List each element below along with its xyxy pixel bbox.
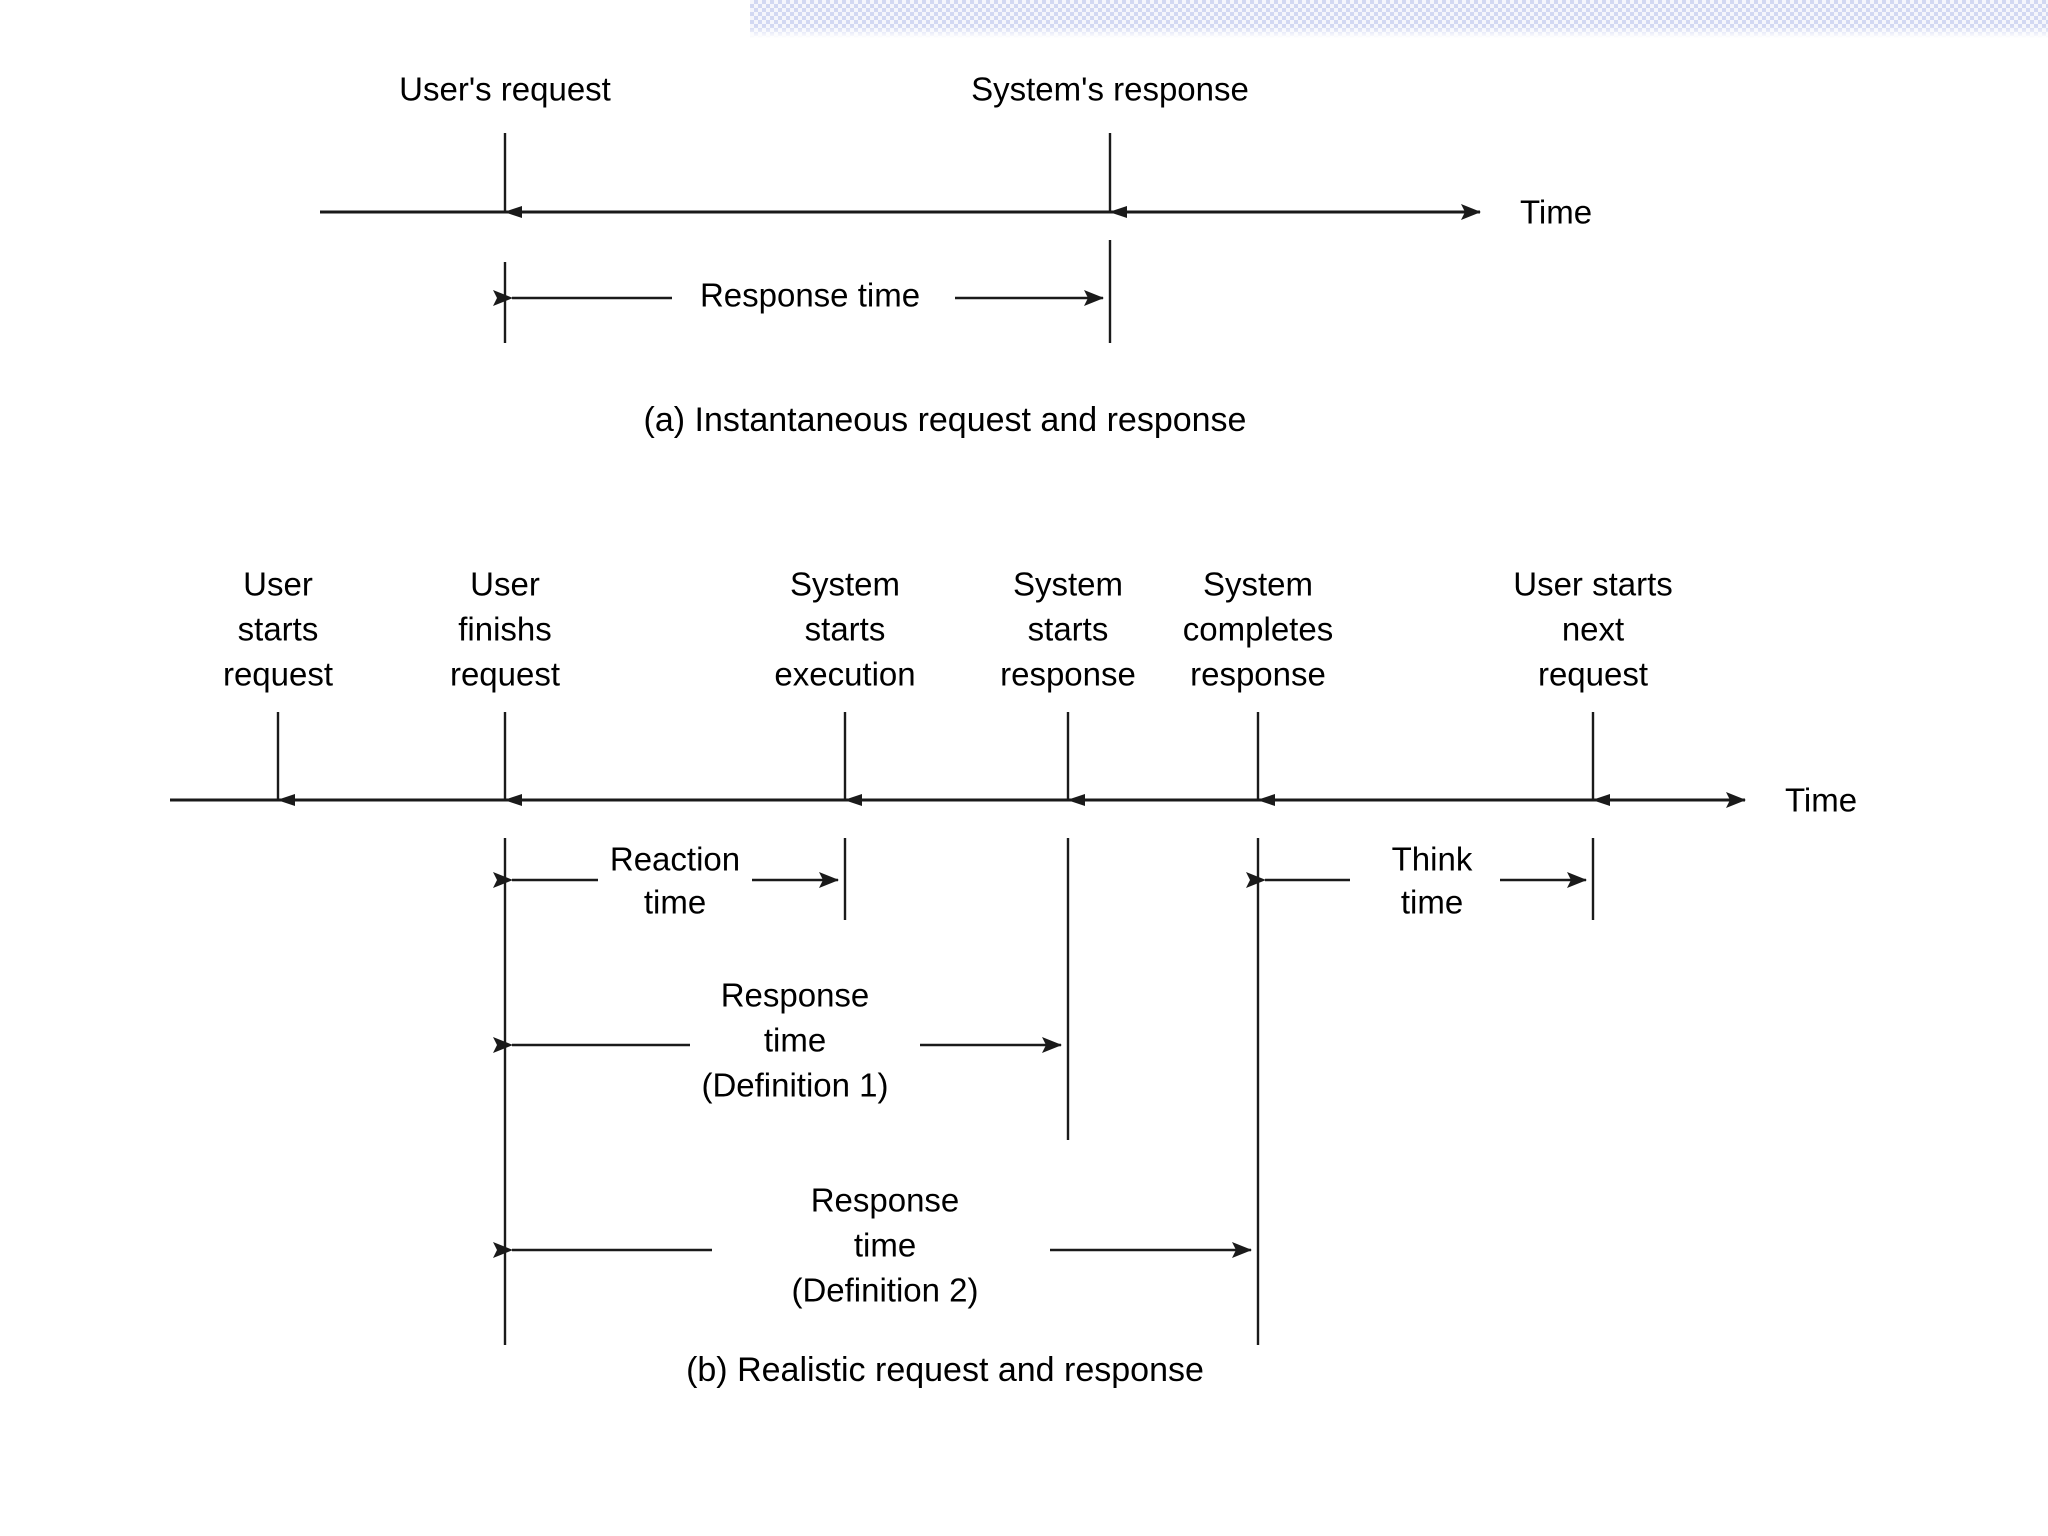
diagram-b-measure-reaction-time-line1: Reaction [610,841,740,878]
diagram-b-event-user-starts-next-request: User starts next request [1513,566,1673,806]
diagram-b-event-system-starts-execution-line1: System [790,566,900,603]
diagram-b-event-system-completes-response-line3: response [1190,656,1326,693]
diagram-b-event-system-starts-response-line2: starts [1028,611,1109,648]
diagram-a-event-systems-response-label: System's response [971,71,1249,108]
diagram-b-event-system-starts-execution-line3: execution [774,656,915,693]
diagram-a-measure-response-time-label: Response time [700,277,920,314]
diagram-b-event-user-finishs-request-line2: finishs [458,611,552,648]
diagram-a-measure-response-time: Response time [493,277,1104,314]
diagram-b-event-system-starts-execution: System starts execution [774,566,916,806]
diagram-b-event-system-completes-response-line1: System [1203,566,1313,603]
diagram-b-measure-response-time-def-2-line1: Response [811,1182,960,1219]
diagram-b-measure-response-time-def-1-line2: time [764,1022,826,1059]
diagram-b-measure-response-time-def-2-line2: time [854,1227,916,1264]
diagram-b-measure-response-time-def-1-line3: (Definition 1) [701,1067,888,1104]
decorative-top-band [750,0,2048,38]
diagram-b-measure-reaction-time-line2: time [644,884,706,921]
diagram-a-caption: (a) Instantaneous request and response [644,401,1247,439]
diagram-b-event-user-starts-next-request-line2: next [1562,611,1624,648]
diagram-a-event-users-request-label: User's request [399,71,611,108]
diagram-b-measure-response-time-def-2: Response time (Definition 2) [493,1182,1252,1309]
diagram-b-measure-think-time-line1: Think [1392,841,1473,878]
diagram-b-event-system-starts-response: System starts response [1000,566,1136,806]
diagram-b-event-user-starts-next-request-line1: User starts [1513,566,1673,603]
diagram-b-event-user-starts-request-line2: starts [238,611,319,648]
diagram-b-event-system-completes-response-line2: completes [1183,611,1333,648]
diagram-b-event-user-starts-request-line1: User [243,566,313,603]
diagram-b-event-user-finishs-request: User finishs request [450,566,560,806]
diagram-b-event-system-starts-response-line1: System [1013,566,1123,603]
diagram-a-axis-label: Time [1520,194,1592,231]
diagram-b-measure-response-time-def-2-line3: (Definition 2) [791,1272,978,1309]
diagram-b-event-system-completes-response: System completes response [1183,566,1333,806]
diagram-b-event-user-starts-request: User starts request [223,566,333,806]
diagram-b-measure-think-time-line2: time [1401,884,1463,921]
diagram-b-event-user-starts-request-line3: request [223,656,333,693]
diagram-a: Time User's request System's response Re… [320,71,1592,439]
diagram-b-event-user-finishs-request-line3: request [450,656,560,693]
diagram-b: Time User starts request User finishs re… [170,566,1857,1389]
diagram-b-measure-reaction-time: Reaction time [493,841,839,921]
diagram-b-event-system-starts-response-line3: response [1000,656,1136,693]
diagram-b-axis-label: Time [1785,782,1857,819]
diagram-b-event-user-finishs-request-line1: User [470,566,540,603]
diagram-b-measure-response-time-def-1: Response time (Definition 1) [493,977,1062,1104]
diagram-b-event-system-starts-execution-line2: starts [805,611,886,648]
diagram-b-measure-response-time-def-1-line1: Response [721,977,870,1014]
diagram-b-event-user-starts-next-request-line3: request [1538,656,1648,693]
diagram-b-caption: (b) Realistic request and response [686,1351,1204,1389]
diagram-b-measure-think-time: Think time [1246,841,1587,921]
